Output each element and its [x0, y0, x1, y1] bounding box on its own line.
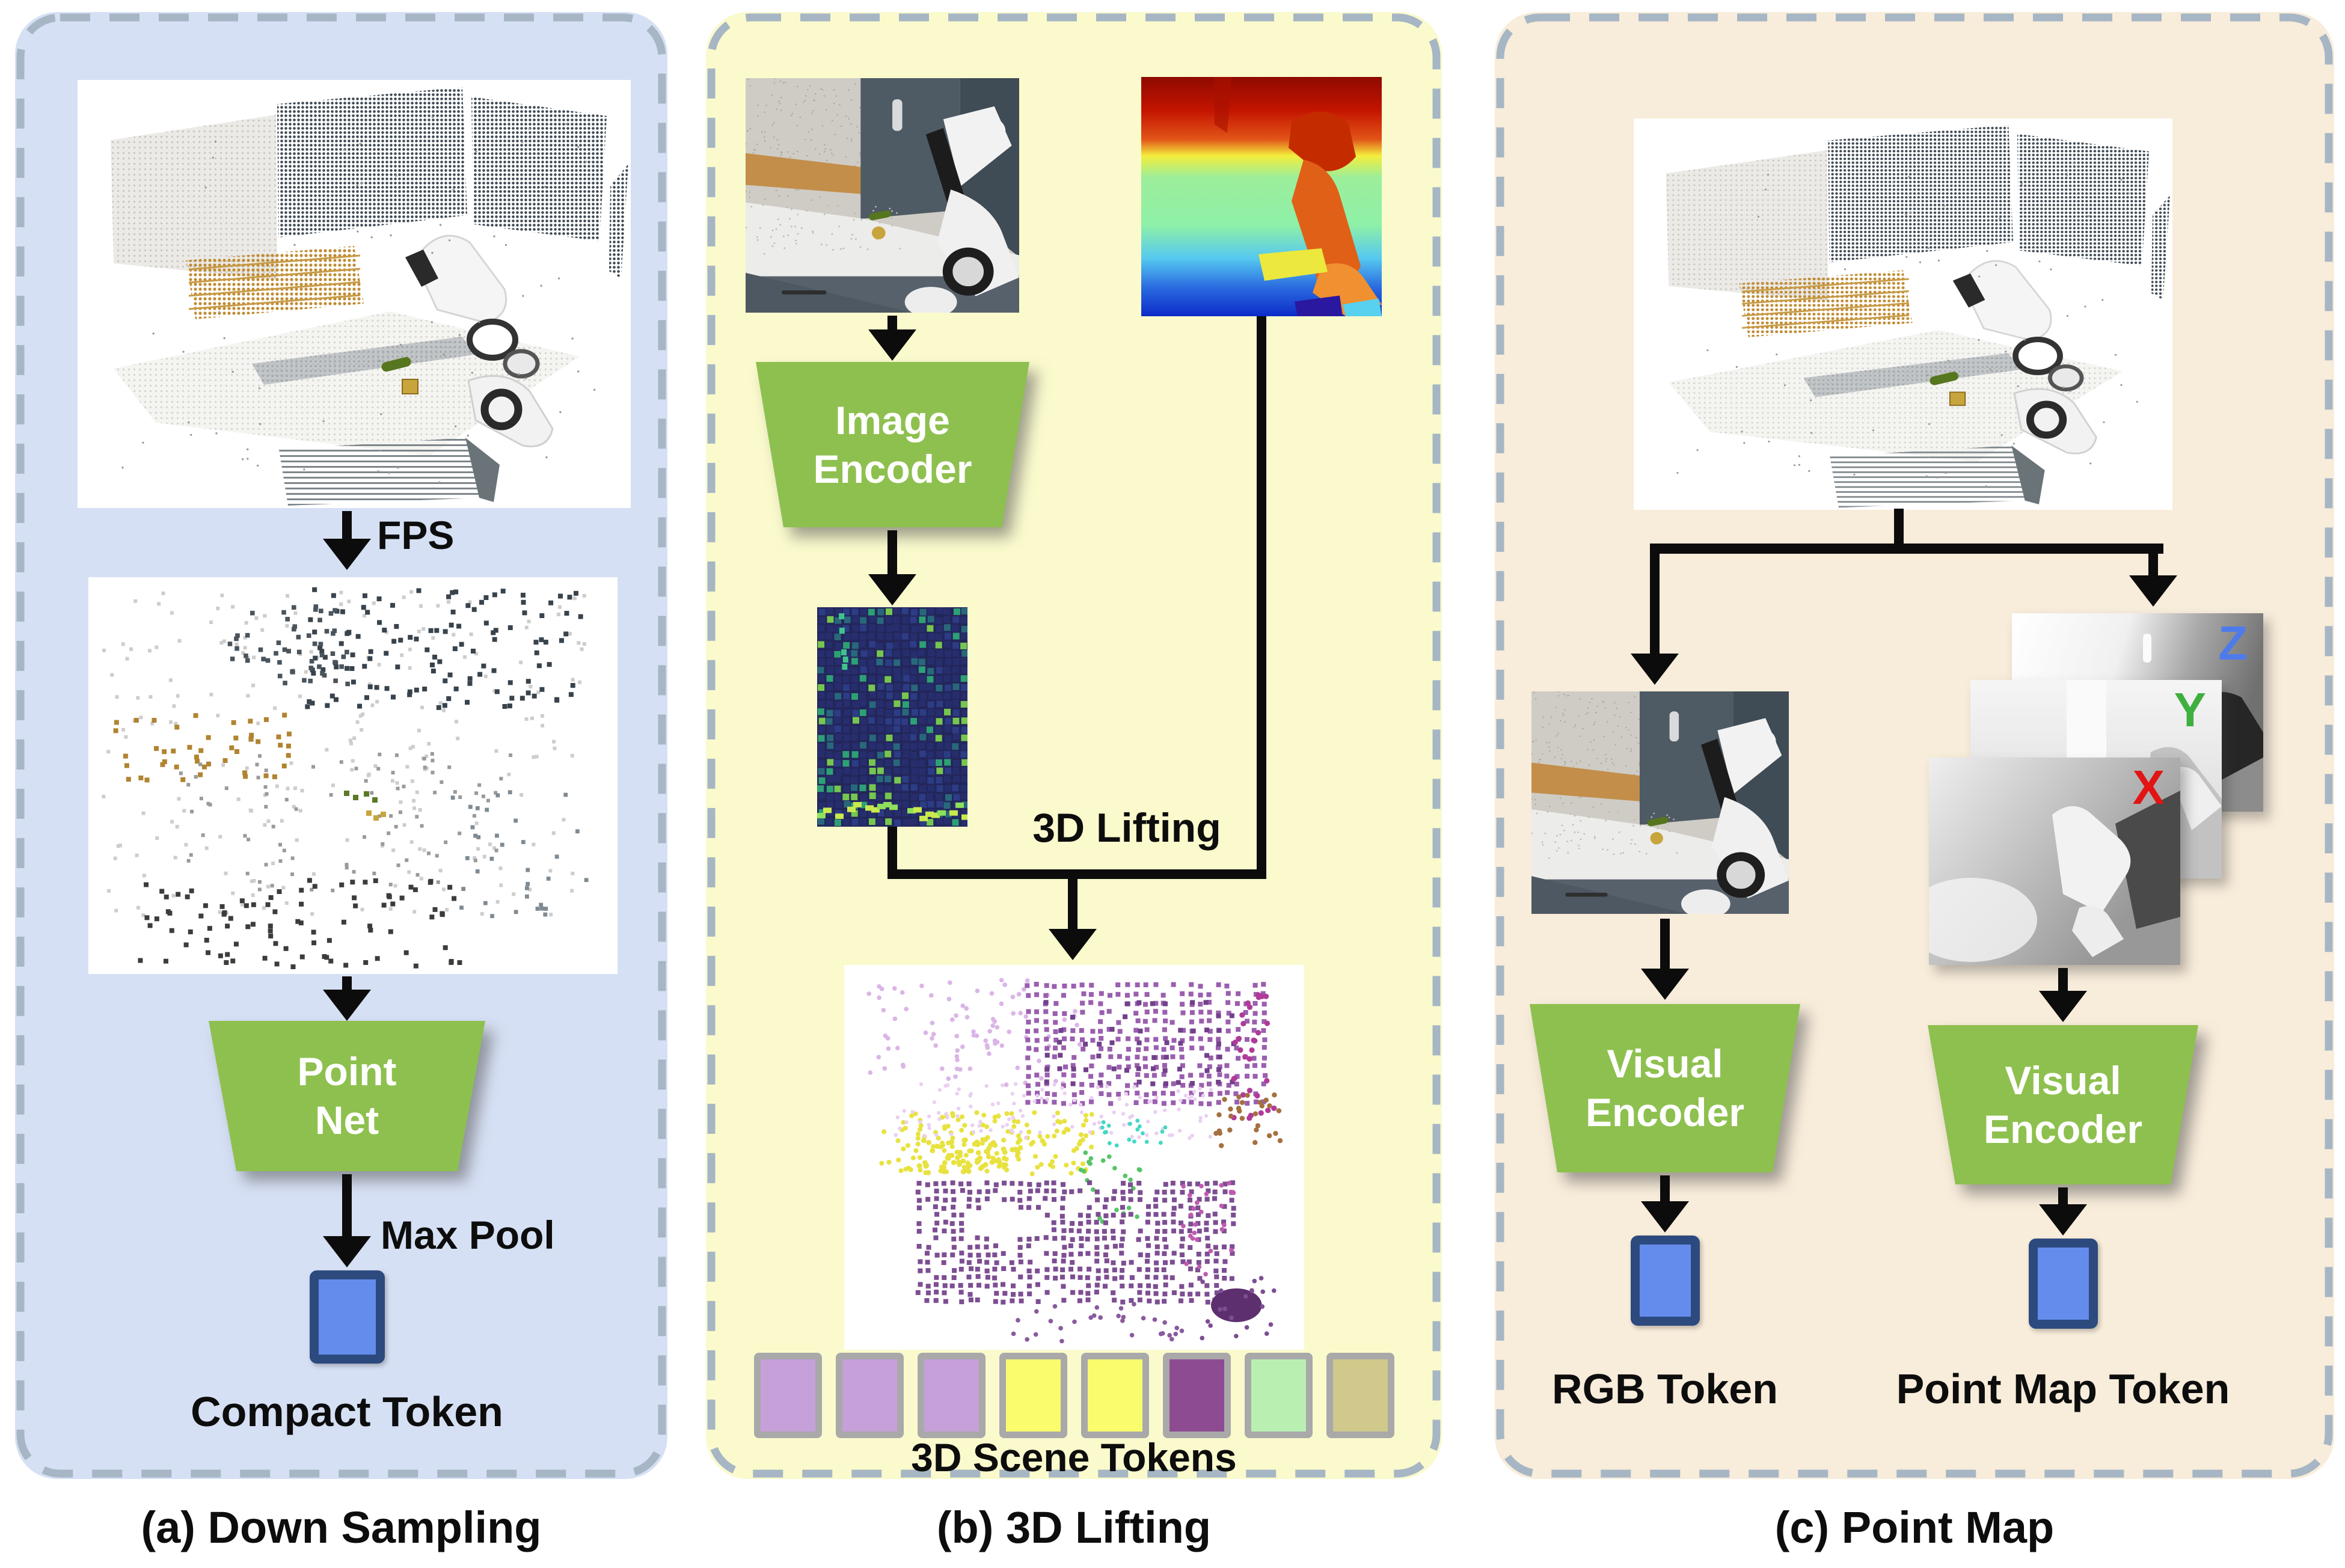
pointnet-arrow — [342, 976, 352, 991]
pointmap-x-card: X — [1929, 758, 2180, 965]
split-horizontal-line — [1650, 544, 2163, 554]
pointnet-label-line1: Point — [297, 1049, 397, 1094]
caption-a: (a) Down Sampling — [141, 1502, 542, 1552]
scene-token-chip — [754, 1353, 822, 1438]
scene-token-chip — [1081, 1353, 1149, 1438]
downsampled-point-cloud-image — [88, 577, 618, 974]
pointnet-block: Point Net — [209, 1021, 485, 1171]
image-encoder-label-line2: Encoder — [813, 446, 972, 491]
panel-3d-lifting: Image Encoder 3D Lifting 3D Scene Tokens — [706, 12, 1442, 1480]
branch-pointmap-arrow — [2148, 544, 2158, 577]
fps-arrow — [342, 511, 352, 540]
depth-image — [1141, 77, 1382, 316]
visual-encoder-rgb-line1: Visual — [1607, 1041, 1723, 1086]
scene-token-chip — [1245, 1353, 1313, 1438]
rgb-to-encoder-arrow — [887, 316, 897, 331]
scene-token-chip — [918, 1353, 986, 1438]
encoder-to-pointmap-token-arrow — [2058, 1187, 2068, 1205]
image-encoder-block: Image Encoder — [756, 362, 1029, 527]
encoder-to-rgb-token-arrow — [1660, 1175, 1670, 1202]
lifting-junction-line — [887, 869, 1266, 879]
rgb-to-visual-encoder-arrow — [1660, 919, 1670, 970]
visual-encoder-pointmap-line2: Encoder — [1983, 1106, 2143, 1151]
encoder-to-feature-arrow — [887, 530, 897, 575]
scene-token-chip — [1326, 1353, 1394, 1438]
feature-connector-line — [887, 827, 897, 879]
fps-label: FPS — [377, 513, 455, 557]
axis-z-label: Z — [2218, 616, 2248, 670]
scene-token-chip — [1163, 1353, 1231, 1438]
branch-rgb-arrow — [1650, 544, 1660, 655]
maxpool-arrow — [342, 1174, 352, 1237]
scene-point-cloud-image — [78, 80, 631, 508]
axis-y-label: Y — [2174, 683, 2206, 737]
panel-down-sampling: FPS Point Net Max Pool Compact Token — [15, 12, 667, 1479]
compact-token-label: Compact Token — [191, 1388, 503, 1435]
rgb-token — [1631, 1236, 1700, 1326]
rgb-token-label: RGB Token — [1552, 1365, 1778, 1412]
feature-map-image — [817, 607, 967, 827]
visual-encoder-rgb-line2: Encoder — [1585, 1090, 1745, 1135]
scene-token-chip — [999, 1353, 1067, 1438]
visual-encoder-rgb-block: Visual Encoder — [1530, 1004, 1800, 1172]
rgb-image — [1531, 691, 1789, 914]
caption-c: (c) Point Map — [1774, 1502, 2055, 1552]
panel-point-map: Z Y X Visual Encoder Visual Encoder — [1495, 12, 2334, 1479]
lifted-point-cloud-image — [844, 965, 1304, 1350]
visual-encoder-pointmap-block: Visual Encoder — [1928, 1025, 2198, 1184]
scene-token-chip — [836, 1353, 904, 1438]
image-encoder-label-line1: Image — [835, 397, 950, 443]
pointmap-to-visual-encoder-arrow — [2058, 968, 2068, 992]
scene-tokens-row — [754, 1353, 1394, 1438]
axis-x-label: X — [2132, 761, 2165, 814]
maxpool-label: Max Pool — [381, 1213, 555, 1257]
scene-tokens-label: 3D Scene Tokens — [911, 1435, 1237, 1480]
lifting-label: 3D Lifting — [1032, 805, 1221, 851]
visual-encoder-pointmap-line1: Visual — [2005, 1058, 2121, 1103]
pointmap-token-label: Point Map Token — [1896, 1365, 2230, 1412]
pointmap-token — [2029, 1239, 2098, 1329]
depth-connector-line — [1257, 316, 1266, 879]
split-stub-line — [1894, 509, 1904, 548]
rgb-image — [746, 78, 1019, 313]
pointnet-label-line2: Net — [314, 1098, 379, 1142]
scene-point-cloud-image — [1634, 118, 2172, 510]
lifting-arrow — [1068, 879, 1077, 930]
compact-token — [310, 1270, 385, 1364]
caption-b: (b) 3D Lifting — [936, 1502, 1212, 1552]
